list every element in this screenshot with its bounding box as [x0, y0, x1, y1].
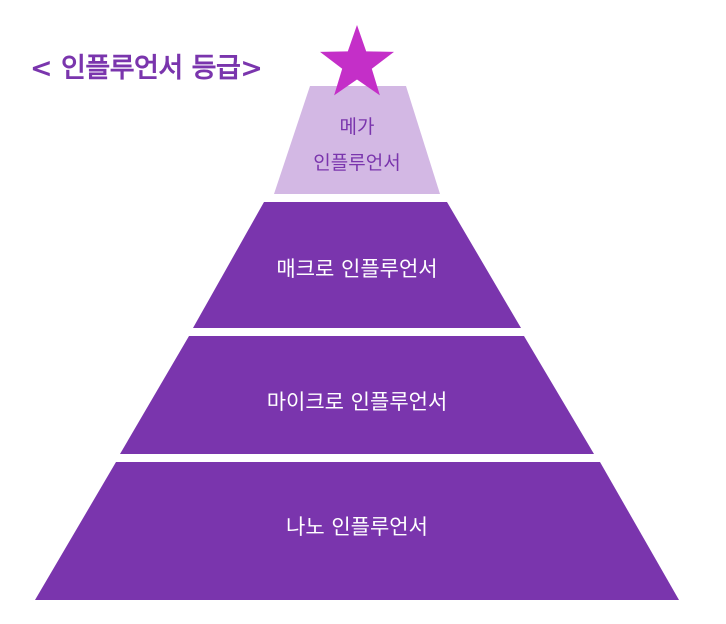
tier-micro-shape	[120, 336, 594, 454]
diagram-title: < 인플루언서 등급>	[30, 53, 263, 84]
tier-nano-label: 나노 인플루언서	[286, 515, 428, 539]
tier-macro-shape	[193, 202, 521, 328]
tier-nano-shape	[35, 462, 679, 600]
tier-mega-label-line2: 인플루언서	[313, 152, 400, 174]
tier-mega-label-line1: 메가	[340, 116, 375, 138]
tier-mega-shape	[274, 86, 440, 194]
star-icon	[320, 25, 394, 96]
tier-micro-label: 마이크로 인플루언서	[267, 390, 448, 414]
tier-macro-label: 매크로 인플루언서	[276, 257, 437, 281]
